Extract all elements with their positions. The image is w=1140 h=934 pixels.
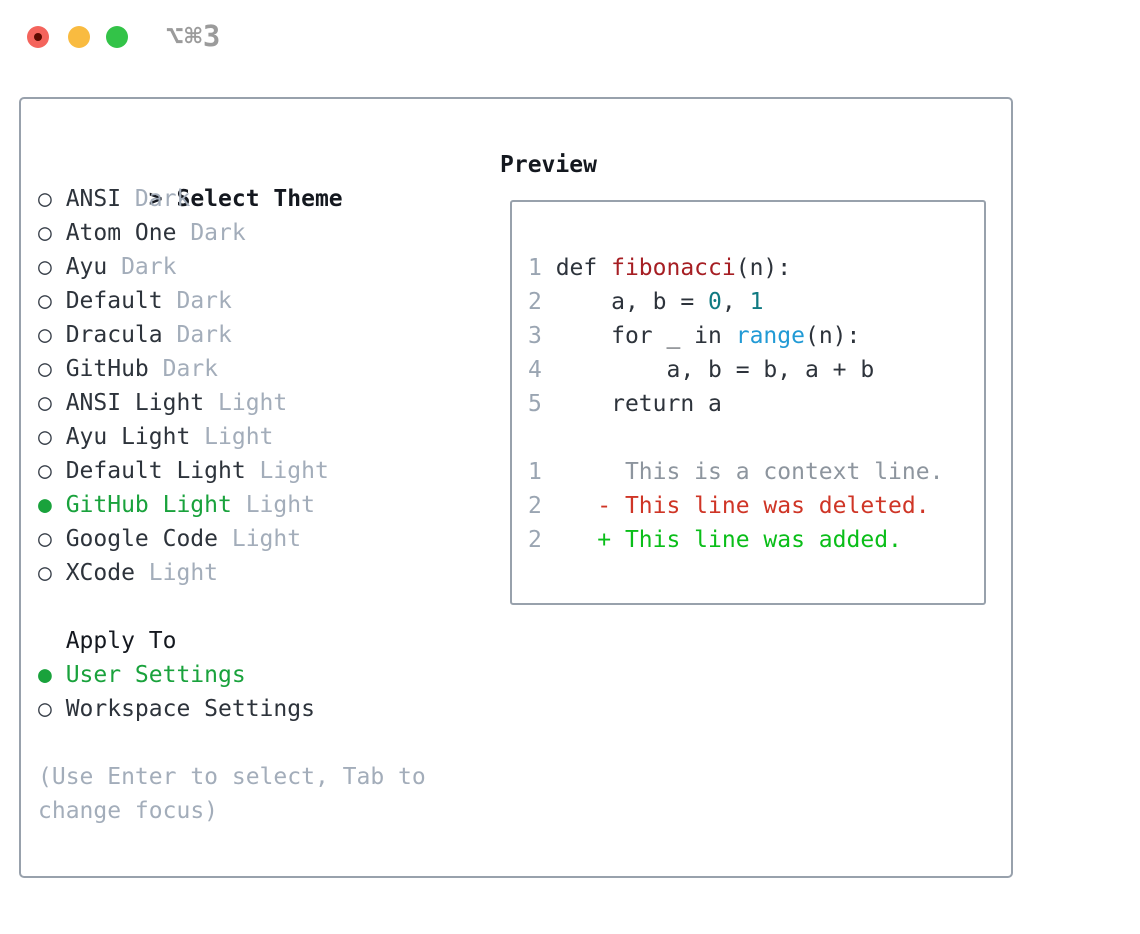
theme-name: ANSI Light [65,390,205,416]
preview-box: 1 def fibonacci(n): 2 a, b = 0, 1 3 for _ … [510,200,986,605]
radio-unselected-icon: ○ [38,458,52,484]
radio-unselected-icon: ○ [38,322,52,348]
keyboard-hint: (Use Enter to select, Tab to change focu… [38,764,426,824]
preview-line: 1 This is a context line. [528,459,944,485]
theme-variant: Dark [121,186,191,212]
radio-unselected-icon: ○ [38,424,52,450]
theme-variant: Light [134,560,219,586]
theme-variant: Light [218,526,302,552]
theme-variant: Dark [162,288,232,314]
apply-option-user-settings[interactable]: ● User Settings [38,658,315,692]
theme-name: GitHub Light [65,492,232,518]
apply-to-section: Apply To ● User Settings ○ Workspace Settin… [38,624,315,726]
titlebar: ⌥⌘3 [0,0,1140,74]
theme-name: Dracula [65,322,163,348]
preview-line: 3 for _ in range(n): [528,323,861,349]
radio-unselected-icon: ○ [38,254,52,280]
theme-name: GitHub [65,356,149,382]
close-button[interactable] [27,26,49,48]
theme-item-dracula[interactable]: ○ Dracula Dark [38,318,343,352]
theme-variant: Light [204,390,288,416]
preview-line: 5 return a [528,391,722,417]
theme-name: Ayu [65,254,108,280]
radio-unselected-icon: ○ [38,390,52,416]
preview-title: Preview [500,152,597,178]
radio-unselected-icon: ○ [38,288,52,314]
theme-variant: Light [190,424,274,450]
apply-option-label: Workspace Settings [65,696,315,722]
radio-unselected-icon: ○ [38,356,52,382]
preview-line: 2 a, b = 0, 1 [528,289,764,315]
radio-unselected-icon: ○ [38,696,52,722]
preview-line: 1 def fibonacci(n): [528,255,792,281]
theme-picker-panel: >Select Theme ○ANSI Dark○Atom One Dark○A… [19,97,1013,878]
theme-variant: Dark [162,322,232,348]
theme-name: Google Code [65,526,219,552]
theme-item-default[interactable]: ○ Default Dark [38,284,343,318]
window-title: ⌥⌘3 [166,19,222,53]
theme-name: ANSI [65,186,122,212]
minimize-button[interactable] [68,26,90,48]
preview-line [528,421,943,455]
theme-item-github-light[interactable]: ● GitHub Light Light [38,488,343,522]
prompt-icon: > [148,186,163,212]
theme-list-title: Select Theme [176,186,343,212]
theme-name: Default Light [65,458,246,484]
theme-item-github[interactable]: ○ GitHub Dark [38,352,343,386]
zoom-button[interactable] [106,26,128,48]
theme-item-ansi[interactable]: ○ ANSI Dark [38,182,343,216]
radio-selected-icon: ● [38,662,52,688]
apply-to-label: Apply To [65,628,177,654]
theme-item-ansi-light[interactable]: ○ ANSI Light Light [38,386,343,420]
radio-unselected-icon: ○ [38,186,52,212]
theme-name: Default [65,288,163,314]
radio-unselected-icon: ○ [38,560,52,586]
theme-variant: Dark [176,220,246,246]
preview-line: 4 a, b = b, a + b [528,357,875,383]
apply-option-workspace-settings[interactable]: ○ Workspace Settings [38,692,315,726]
theme-variant: Light [245,458,329,484]
theme-item-ayu[interactable]: ○ Ayu Dark [38,250,343,284]
theme-item-default-light[interactable]: ○ Default Light Light [38,454,343,488]
preview-line: 2 + This line was added. [528,527,902,553]
unsaved-indicator-icon [34,33,42,41]
theme-item-google-code[interactable]: ○ Google Code Light [38,522,343,556]
preview-code: 1 def fibonacci(n): 2 a, b = 0, 1 3 for _ … [528,251,943,557]
radio-selected-icon: ● [38,492,52,518]
theme-name: XCode [65,560,135,586]
apply-option-label: User Settings [65,662,246,688]
radio-unselected-icon: ○ [38,220,52,246]
preview-line: 2 - This line was deleted. [528,493,930,519]
theme-item-xcode[interactable]: ○ XCode Light [38,556,343,590]
theme-variant: Dark [148,356,219,382]
radio-unselected-icon: ○ [38,526,52,552]
theme-variant: Light [231,492,315,518]
theme-list: > Select Theme ○ ANSI Dark ○ Atom One Dark ○ A… [38,148,343,590]
theme-item-atom-one[interactable]: ○ Atom One Dark [38,216,343,250]
theme-name: Ayu Light [65,424,191,450]
theme-list-header: > Select Theme [38,148,343,212]
theme-name: Atom One [65,220,177,246]
theme-variant: Dark [107,254,177,280]
theme-item-ayu-light[interactable]: ○ Ayu Light Light [38,420,343,454]
